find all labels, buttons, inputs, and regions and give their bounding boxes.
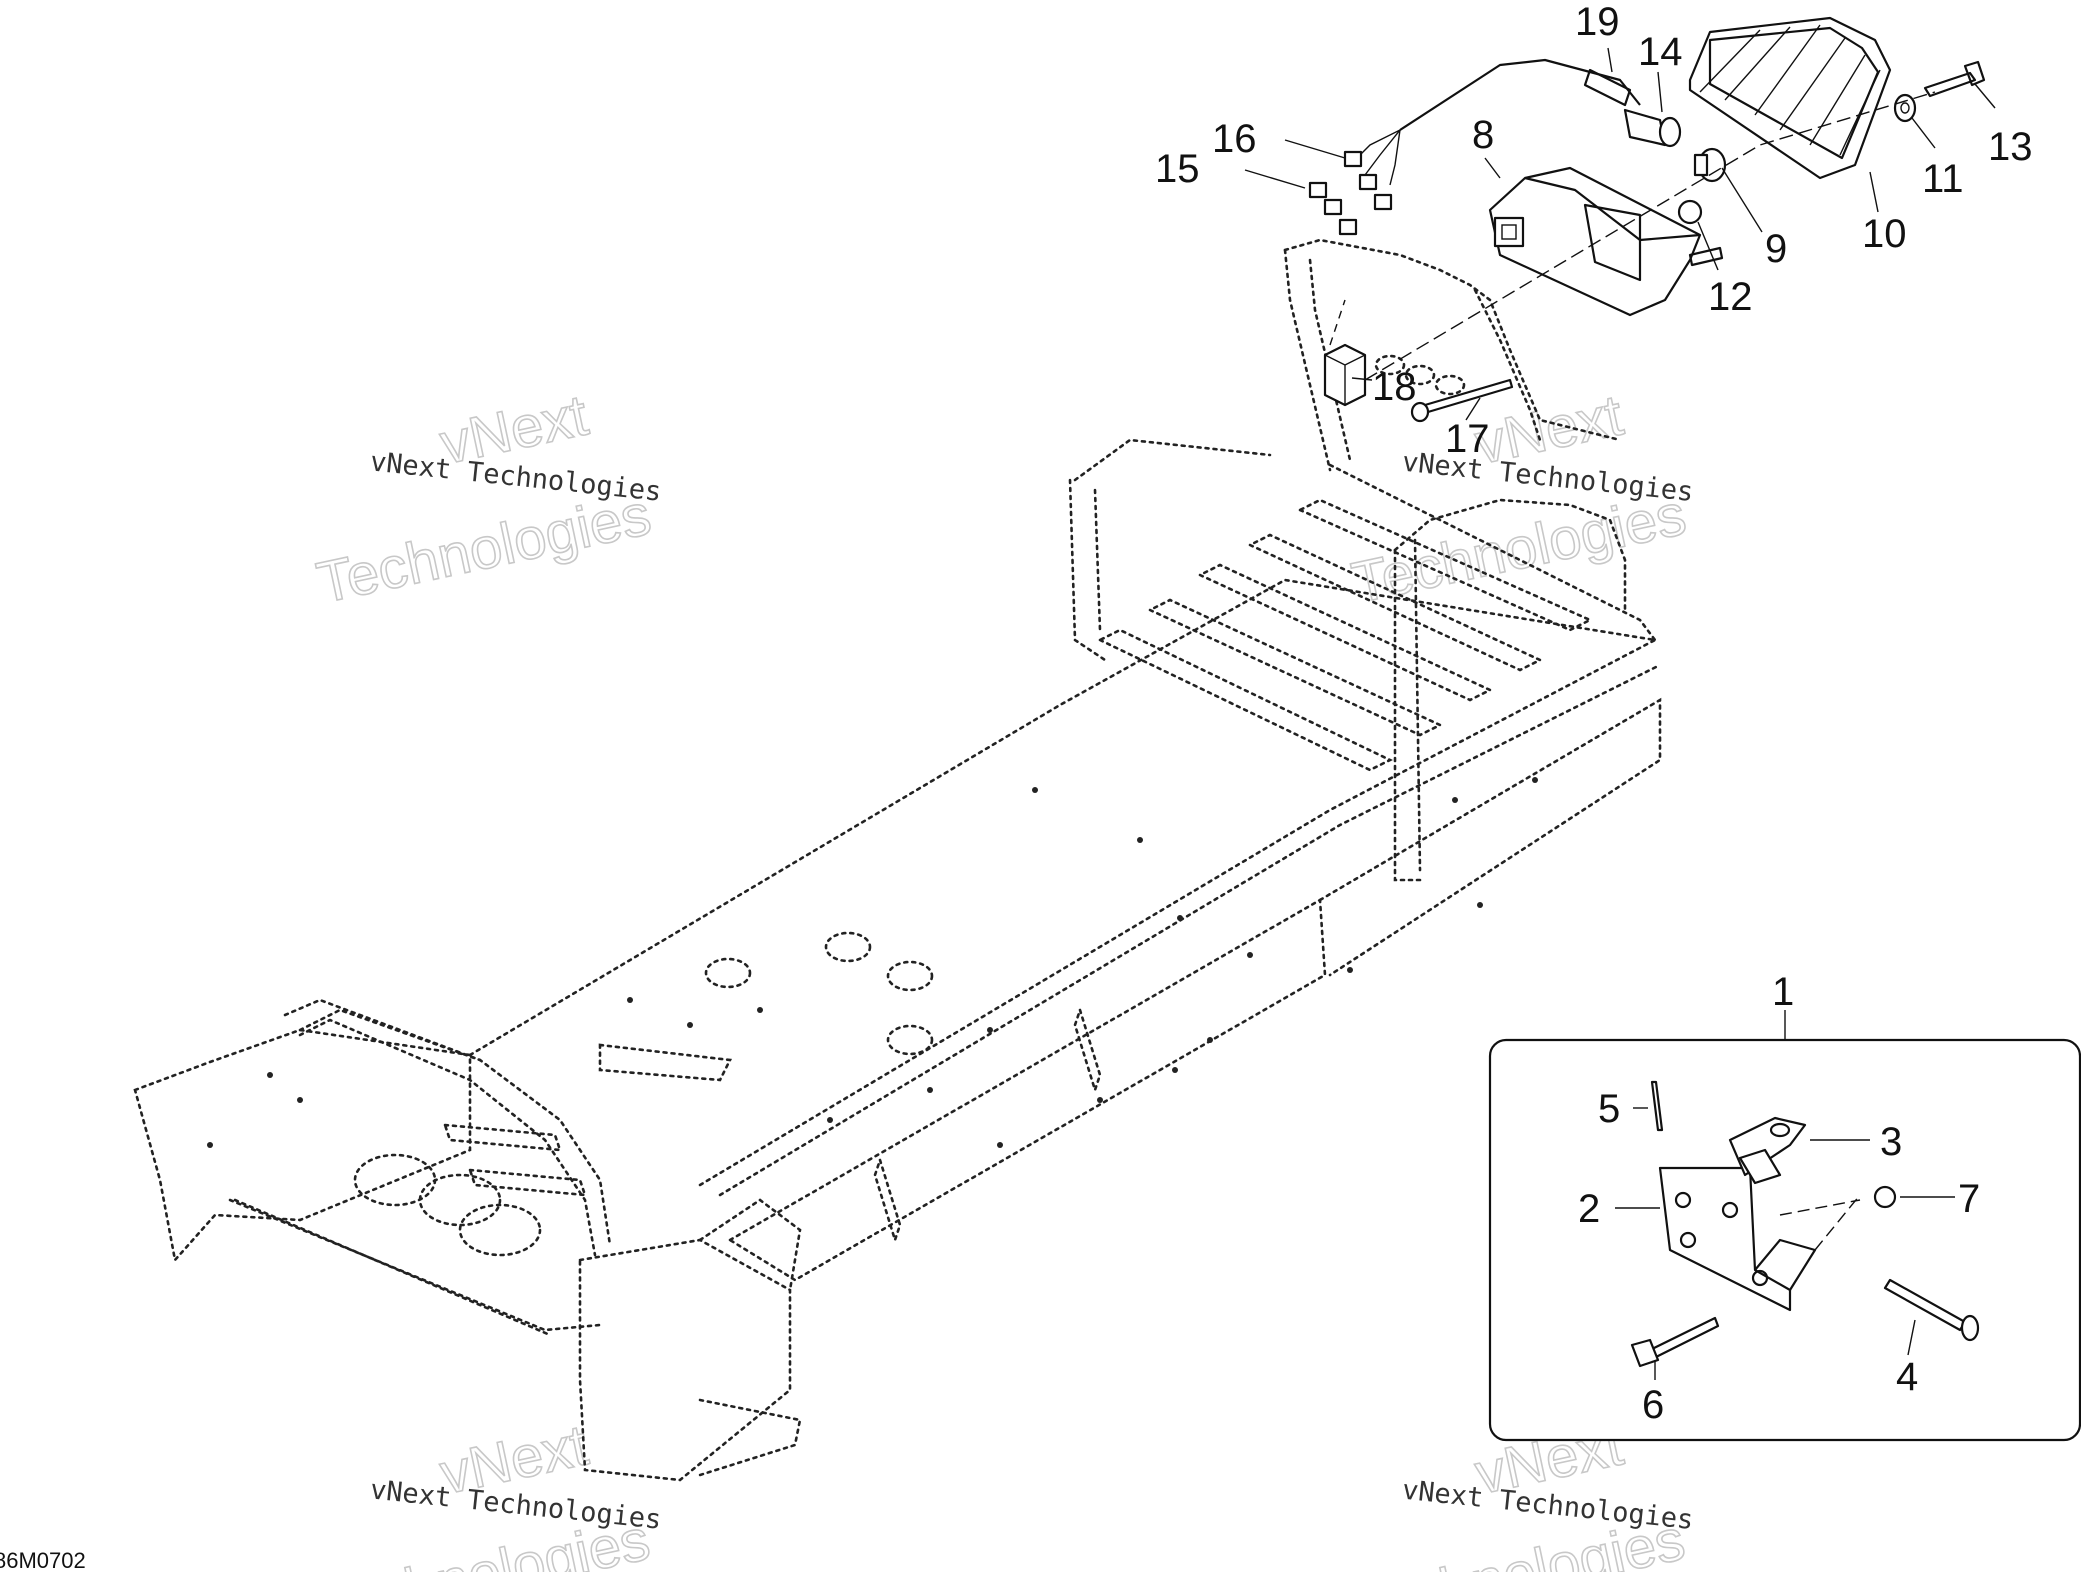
- drawing-code: 86M0702: [0, 1548, 86, 1572]
- harness-connector: [1583, 68, 1632, 107]
- connectors-16[interactable]: [1343, 150, 1393, 211]
- tunnel-right-edge-2: [718, 663, 1662, 1197]
- tunnel-rivets: [207, 777, 1538, 1148]
- callout-7: 7: [1958, 1177, 1980, 1221]
- callout-16: 16: [1212, 117, 1257, 161]
- pin-5[interactable]: [1650, 1080, 1664, 1132]
- bracket-plate-2[interactable]: [1658, 1166, 1817, 1312]
- callout-18: 18: [1372, 365, 1417, 409]
- callout-9: 9: [1765, 227, 1787, 271]
- rear-leg-right: [1393, 548, 1422, 882]
- callout-3: 3: [1880, 1120, 1902, 1164]
- front-holes: [353, 354, 1466, 1257]
- nut-12[interactable]: [1677, 199, 1703, 225]
- callout-2: 2: [1578, 1187, 1600, 1231]
- rear-upright-left: [1283, 248, 1332, 472]
- rear-upright-left-inner: [1308, 258, 1352, 462]
- rear-rack-edge: [1328, 463, 1657, 642]
- bulb-9[interactable]: [1693, 147, 1727, 183]
- washer-11[interactable]: [1893, 93, 1917, 123]
- callout-numbers: 19 14 16 15 8 13 11 9 10 12 18 17 1 5 3 …: [1155, 0, 2033, 1427]
- snowmobile-frame: [133, 238, 1662, 1482]
- rear-bumper-left-leg: [1068, 478, 1107, 662]
- callout-5: 5: [1598, 1087, 1620, 1131]
- footrest-bottom: [698, 1398, 802, 1477]
- callout-4: 4: [1896, 1355, 1918, 1399]
- front-loop-bar: [283, 998, 612, 1247]
- callout-12: 12: [1708, 275, 1753, 319]
- bolt-17[interactable]: [1410, 378, 1514, 423]
- rear-loop-right: [1393, 498, 1627, 612]
- taillight-assembly: [1308, 16, 1986, 423]
- tunnel-left-edge: [468, 578, 1657, 1057]
- nut-7[interactable]: [1873, 1185, 1897, 1209]
- front-lower-edge: [228, 1198, 602, 1332]
- front-slot-rail: [598, 1043, 732, 1082]
- footrest-top: [698, 1198, 802, 1292]
- tunnel-side-skirt: [727, 897, 1327, 1282]
- callout-10: 10: [1862, 212, 1907, 256]
- bulb-socket-14[interactable]: [1623, 108, 1682, 148]
- callout-1: 1: [1772, 970, 1794, 1014]
- rack-slats: [1097, 498, 1594, 772]
- taillight-base-8[interactable]: [1488, 166, 1724, 317]
- rear-bumper-top-left: [1073, 438, 1272, 482]
- assembly-axis: [1364, 91, 1936, 381]
- tunnel-side-rear: [1318, 697, 1662, 977]
- bracket-kit-inset: [1488, 1038, 2081, 1442]
- callout-15: 15: [1155, 147, 1200, 191]
- watermark-bottom-left: vNext Technologies vNext Technologies: [310, 1412, 663, 1572]
- bracket-tab-3[interactable]: [1728, 1116, 1807, 1185]
- callout-19: 19: [1575, 0, 1620, 44]
- front-rail-bar: [233, 1198, 552, 1337]
- relay-18[interactable]: [1323, 343, 1367, 407]
- bolt-6[interactable]: [1630, 1316, 1720, 1368]
- front-footrest-plate: [578, 1238, 792, 1482]
- watermark-top-right: vNext Technologies vNext Technologies: [1346, 382, 1695, 617]
- taillight-lens-housing[interactable]: [1688, 16, 1892, 180]
- watermark-top-left: vNext Technologies vNext Technologies: [311, 382, 663, 617]
- rear-leg-right-inner: [1413, 538, 1422, 872]
- callout-13: 13: [1988, 125, 2033, 169]
- leader-lines: [1244, 47, 1996, 1380]
- callout-17: 17: [1445, 417, 1490, 461]
- callout-14: 14: [1638, 30, 1683, 74]
- rear-loop-top: [1283, 238, 1622, 442]
- callout-6: 6: [1642, 1383, 1664, 1427]
- rear-upright-right: [1473, 288, 1542, 442]
- callout-11: 11: [1922, 157, 1964, 201]
- screw-13[interactable]: [1923, 60, 1986, 98]
- callout-8: 8: [1472, 113, 1494, 157]
- terminals-15[interactable]: [1308, 181, 1358, 236]
- tunnel-slots: [443, 1005, 1102, 1245]
- front-bulkhead: [133, 1028, 472, 1263]
- front-loop-bar-inner: [298, 1018, 597, 1257]
- rear-bumper-left-inner: [1093, 488, 1102, 632]
- tunnel-right-edge: [698, 638, 1657, 1187]
- long-bolt-4[interactable]: [1883, 1278, 1980, 1342]
- inset-frame: [1488, 1038, 2081, 1442]
